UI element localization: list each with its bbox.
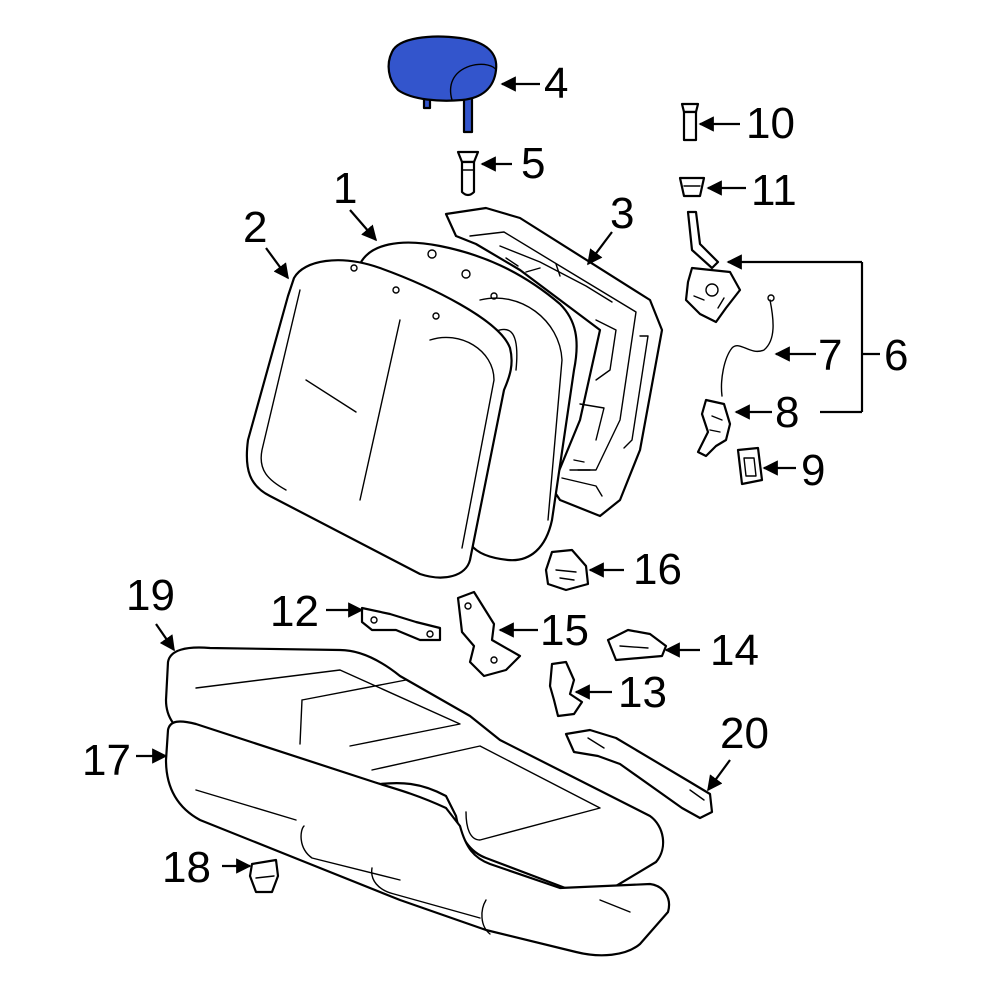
callout-6: 6 [884,331,908,380]
callout-10: 10 [746,99,795,148]
callout-16: 16 [633,545,682,594]
callout-labels: 1 2 3 4 5 6 7 8 9 10 11 12 13 14 15 16 1… [82,59,908,892]
bracket-part-12[interactable] [360,606,442,642]
hinge-bracket-part-15[interactable] [456,590,522,678]
latch-assembly-part-6[interactable] [684,210,742,324]
grommet-part-11[interactable] [678,176,706,198]
callout-13: 13 [618,668,667,717]
callout-14: 14 [710,626,759,675]
callout-11: 11 [751,166,797,215]
headrest-body [387,35,498,102]
seat-back-frame-part-3[interactable] [444,206,664,518]
headrest-seam [449,63,497,101]
leader-lines [136,76,880,874]
callout-15: 15 [540,606,589,655]
callout-1: 1 [333,164,357,213]
headrest-part-4[interactable] [387,35,498,134]
callout-4: 4 [544,59,568,108]
callout-19: 19 [126,571,175,620]
callout-18: 18 [162,843,211,892]
bracket-part-13[interactable] [548,660,584,718]
callout-2: 2 [243,203,267,252]
callout-7: 7 [818,331,842,380]
callout-9: 9 [801,446,825,495]
callout-8: 8 [775,388,799,437]
seat-back-cushion-part-2[interactable] [245,259,513,579]
latch-bracket-part-8[interactable] [696,398,732,458]
callout-3: 3 [610,189,634,238]
bezel-part-9[interactable] [736,446,764,486]
headrest-support-part-5[interactable] [456,150,480,197]
callout-17: 17 [82,736,131,785]
callout-12: 12 [270,587,319,636]
rail-part-20[interactable] [564,728,714,820]
bracket-part-16[interactable] [544,548,590,592]
clip-part-18[interactable] [248,858,280,894]
callout-5: 5 [521,139,545,188]
bolt-part-10[interactable] [680,102,700,142]
seat-cushion-part-17[interactable] [164,720,671,957]
bracket-part-14[interactable] [606,628,668,662]
callout-20: 20 [720,709,769,758]
headrest-post-right [462,96,474,134]
release-cable-part-7[interactable] [720,294,775,397]
